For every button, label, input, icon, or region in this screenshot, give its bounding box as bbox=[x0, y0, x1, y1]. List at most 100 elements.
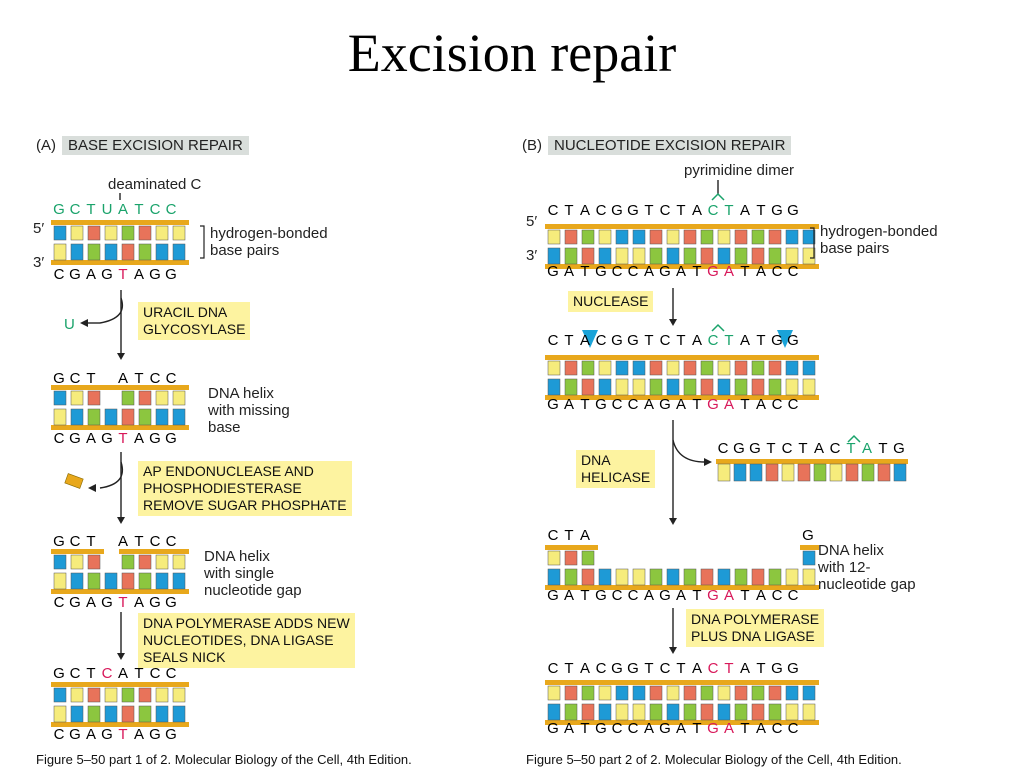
sequence-letter: G bbox=[149, 594, 161, 611]
top-backbone bbox=[800, 545, 819, 550]
panel-b-annotation: pyrimidine dimer bbox=[684, 162, 795, 179]
panel-a-letter: (A) bbox=[36, 137, 56, 154]
bottom-backbone bbox=[545, 395, 819, 400]
sequence-letter: C bbox=[627, 720, 639, 737]
top-backbone bbox=[51, 549, 104, 554]
base-bottom bbox=[564, 568, 578, 586]
sequence-letter: T bbox=[692, 587, 702, 604]
sequence-letter: T bbox=[724, 660, 734, 677]
base-bottom bbox=[70, 705, 84, 723]
sequence-letter: G bbox=[149, 726, 161, 743]
sequence-letter: A bbox=[579, 202, 590, 219]
sequence-letter: G bbox=[707, 720, 719, 737]
sequence-letter: C bbox=[787, 396, 799, 413]
sequence-letter: T bbox=[740, 263, 750, 280]
base-bottom bbox=[734, 247, 748, 265]
base-top bbox=[53, 687, 67, 703]
base-bottom bbox=[598, 247, 612, 265]
sequence-letter: A bbox=[643, 263, 654, 280]
sequence-letter: G bbox=[659, 263, 671, 280]
base-bottom bbox=[802, 703, 816, 721]
sequence-letter: G bbox=[69, 726, 81, 743]
base-top bbox=[802, 360, 816, 376]
sequence-letter: U bbox=[101, 201, 113, 218]
base-top bbox=[768, 685, 782, 701]
base-top bbox=[632, 229, 646, 245]
sequence-letter: G bbox=[893, 440, 905, 457]
sequence-letter: T bbox=[134, 533, 144, 550]
arrow-a-3-head bbox=[117, 653, 125, 660]
sequence-letter: G bbox=[595, 587, 607, 604]
sequence-letter: A bbox=[563, 587, 574, 604]
base-top bbox=[53, 225, 67, 241]
base-bottom bbox=[138, 243, 152, 261]
sequence-letter: A bbox=[813, 440, 824, 457]
base-bottom bbox=[751, 247, 765, 265]
base-bottom bbox=[121, 705, 135, 723]
sequence-letter: C bbox=[611, 587, 623, 604]
base-bottom bbox=[70, 243, 84, 261]
base-top bbox=[598, 685, 612, 701]
base-top bbox=[802, 550, 816, 566]
sequence-letter: G bbox=[787, 202, 799, 219]
base-top bbox=[734, 360, 748, 376]
base-bottom bbox=[666, 568, 680, 586]
base-top bbox=[155, 687, 169, 703]
sequence-letter: C bbox=[771, 263, 783, 280]
base-top bbox=[615, 685, 629, 701]
sequence-letter: G bbox=[771, 332, 783, 349]
bottom-backbone bbox=[51, 425, 189, 430]
base-top bbox=[87, 687, 101, 703]
arrow-b-3-head bbox=[669, 647, 677, 654]
base-bottom bbox=[121, 572, 135, 590]
base-bottom bbox=[751, 568, 765, 586]
sequence-letter: C bbox=[659, 660, 671, 677]
sequence-letter: T bbox=[134, 370, 144, 387]
sequence-letter: A bbox=[643, 720, 654, 737]
base-top bbox=[70, 225, 84, 241]
pyrimidine-dimer-mark bbox=[711, 192, 725, 201]
sequence-letter: T bbox=[724, 332, 734, 349]
sequence-letter: A bbox=[675, 263, 686, 280]
sequence-letter: A bbox=[579, 332, 590, 349]
sequence-letter: C bbox=[53, 594, 65, 611]
base-bottom bbox=[87, 408, 101, 426]
base-top bbox=[138, 687, 152, 703]
arrow-a-1-head bbox=[117, 353, 125, 360]
base-top bbox=[683, 685, 697, 701]
base-top bbox=[121, 390, 135, 406]
base-bottom bbox=[700, 703, 714, 721]
sequence-letter: T bbox=[86, 533, 96, 550]
sequence-letter: C bbox=[149, 201, 161, 218]
sequence-letter: A bbox=[85, 266, 96, 283]
base-bottom bbox=[53, 408, 67, 426]
base-top bbox=[172, 390, 186, 406]
sequence-letter: A bbox=[755, 263, 766, 280]
sequence-letter: A bbox=[563, 263, 574, 280]
sequence-letter: G bbox=[802, 527, 814, 544]
sequence-letter: A bbox=[85, 430, 96, 447]
sequence-letter: C bbox=[771, 720, 783, 737]
base-top bbox=[121, 554, 135, 570]
top-backbone bbox=[51, 682, 189, 687]
sequence-letter: C bbox=[53, 726, 65, 743]
sequence-letter: A bbox=[723, 587, 734, 604]
base-bottom bbox=[768, 378, 782, 396]
base-top bbox=[802, 229, 816, 245]
base-bottom bbox=[802, 378, 816, 396]
base-top bbox=[700, 229, 714, 245]
sequence-letter: A bbox=[643, 396, 654, 413]
base-bottom bbox=[632, 703, 646, 721]
base-top bbox=[87, 390, 101, 406]
base-bottom bbox=[632, 568, 646, 586]
sequence-letter: T bbox=[692, 263, 702, 280]
base-bottom bbox=[155, 572, 169, 590]
base-bottom bbox=[581, 703, 595, 721]
base-bottom bbox=[666, 247, 680, 265]
base-bottom bbox=[734, 378, 748, 396]
sequence-letter: G bbox=[787, 660, 799, 677]
